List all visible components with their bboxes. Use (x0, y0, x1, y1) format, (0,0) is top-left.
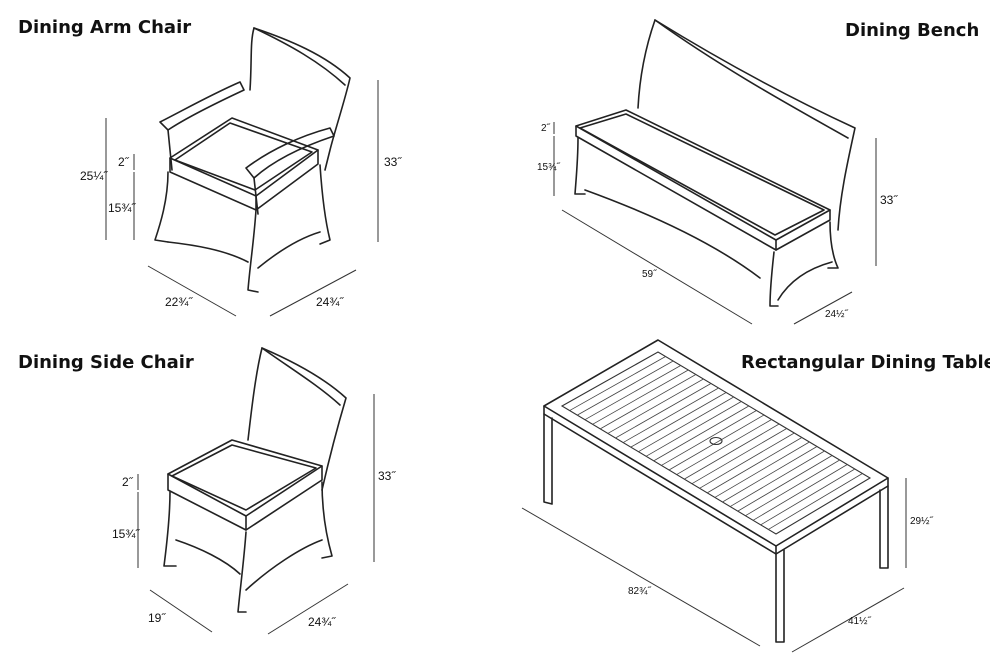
table-height-label: 29½˝ (910, 515, 933, 527)
table-width-label: 41½˝ (848, 615, 871, 627)
table-slat (722, 446, 818, 503)
table-slat (768, 473, 863, 530)
arm-chair-group: Dining Arm Chair 33˝ (18, 17, 402, 317)
bench-depth-label: 24½˝ (825, 308, 848, 320)
side-chair-depth-label: 24¾˝ (308, 615, 336, 629)
table-slat (592, 369, 689, 425)
side-chair-group: Dining Side Chair 33˝ 2˝ 15¾˝ 19˝ (18, 347, 396, 635)
bench-height-label: 33˝ (880, 193, 898, 207)
arm-chair-width-label: 22¾˝ (165, 295, 193, 309)
table-dimensions: 29½˝ 82¾˝ 41½˝ (521, 478, 933, 653)
table-slat (752, 464, 848, 521)
bench-drawing (574, 19, 856, 307)
side-chair-cushion-label: 2˝ (122, 475, 134, 489)
arm-chair-depth-label: 24¾˝ (316, 295, 344, 309)
table-slat (699, 432, 795, 489)
table-group: Rectangular Dining Table 29½˝ 82¾˝ 41½˝ (521, 339, 990, 653)
side-chair-dimensions: 33˝ 2˝ 15¾˝ 19˝ 24¾˝ (112, 394, 396, 635)
table-slat (745, 459, 840, 517)
arm-chair-arm-height-label: 25¼˝ (80, 169, 108, 183)
arm-chair-drawing (154, 27, 351, 293)
table-slat (737, 455, 833, 512)
arm-chair-height-label: 33˝ (384, 155, 402, 169)
side-chair-title: Dining Side Chair (18, 352, 194, 373)
arm-chair-seat-height-label: 15¾˝ (108, 201, 136, 215)
table-slat (684, 423, 780, 480)
table-slat (577, 360, 674, 416)
table-slat (676, 419, 772, 475)
table-title: Rectangular Dining Table (741, 352, 990, 373)
table-length-label: 82¾˝ (628, 585, 651, 597)
table-slat (630, 392, 727, 448)
side-chair-drawing (163, 347, 347, 613)
umbrella-hole (709, 436, 723, 446)
bench-cushion-label: 2˝ (541, 122, 551, 134)
table-slat (622, 387, 719, 443)
bench-width-label: 59˝ (642, 268, 657, 280)
table-slat (714, 441, 810, 498)
arm-chair-cushion-label: 2˝ (118, 155, 130, 169)
table-slat (661, 410, 757, 466)
side-chair-height-label: 33˝ (378, 469, 396, 483)
table-drawing (543, 339, 889, 643)
table-slat (729, 450, 825, 507)
table-slat (600, 374, 697, 430)
side-chair-seat-height-label: 15¾˝ (112, 527, 140, 541)
side-chair-width-label: 19˝ (148, 611, 166, 625)
table-slat (707, 437, 803, 494)
table-slats (569, 356, 863, 530)
bench-dimensions: 33˝ 2˝ 15¾˝ 59˝ 24½˝ (537, 122, 898, 325)
bench-group: Dining Bench 33˝ 2˝ 15¾˝ 59˝ (537, 19, 979, 325)
table-slat (645, 401, 742, 457)
arm-chair-title: Dining Arm Chair (18, 17, 191, 38)
bench-title: Dining Bench (845, 20, 979, 41)
table-slat (653, 405, 750, 462)
table-slat (691, 428, 787, 485)
table-slat (584, 365, 681, 421)
table-slat (569, 356, 666, 411)
table-slat (760, 468, 856, 526)
arm-chair-dimensions: 33˝ 25¼˝ 2˝ 15¾˝ 22¾˝ 24¾˝ (80, 80, 402, 317)
table-slat (615, 383, 712, 439)
table-slat (638, 396, 734, 453)
table-slat (668, 414, 765, 471)
table-slat (607, 378, 704, 434)
bench-seat-height-label: 15¾˝ (537, 161, 560, 173)
